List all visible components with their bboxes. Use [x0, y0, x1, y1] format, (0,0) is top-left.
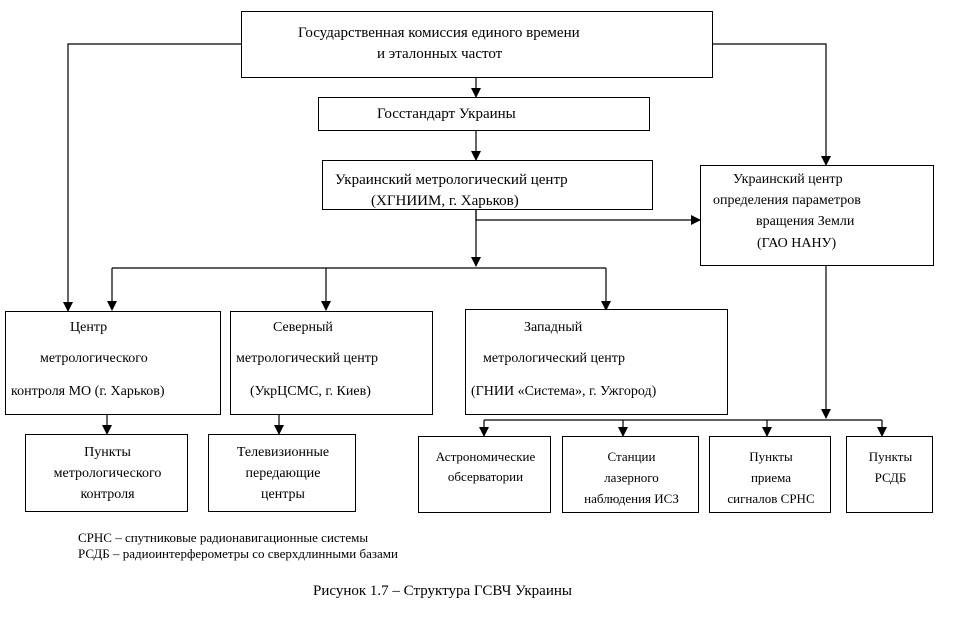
earthcenter-line2: определения параметров	[713, 193, 861, 208]
controlpoints-line3: контроля	[80, 487, 135, 502]
note-rsdb: РСДБ – радиоинтерферометры со сверхдлинн…	[78, 546, 398, 561]
commission-line2: и эталонных частот	[377, 46, 503, 62]
srnspoints-line3: сигналов СРНС	[727, 491, 815, 506]
earthcenter-box: Украинский центр определения параметров …	[700, 165, 934, 266]
arrow-commission-to-earthcenter	[712, 43, 831, 166]
tvcenters-line2: передающие	[245, 466, 321, 481]
earthcenter-line1: Украинский центр	[733, 172, 843, 187]
rsdbpoints-box: Пункты РСДБ	[846, 436, 933, 513]
ukrmetrcenter-box: Украинский метрологический центр (ХГНИИМ…	[322, 160, 653, 210]
mocontrol-line3: контроля МО (г. Харьков)	[11, 384, 165, 399]
westcenter-line1: Западный	[524, 320, 583, 335]
observatories-line1: Астрономические	[435, 449, 536, 464]
earthcenter-line4: (ГАО НАНУ)	[757, 236, 837, 251]
commission-line1: Государственная комиссия единого времени	[298, 25, 580, 41]
mocontrol-box: Центр метрологического контроля МО (г. Х…	[5, 311, 221, 415]
observatories-line2: обсерватории	[447, 469, 524, 484]
northcenter-line2: метрологический центр	[236, 351, 378, 366]
tvcenters-line3: центры	[261, 487, 305, 502]
laserstations-line2: лазерного	[604, 470, 659, 485]
note-srns: СРНС – спутниковые радионавигационные си…	[78, 530, 369, 545]
tvcenters-box: Телевизионные передающие центры	[208, 434, 356, 512]
controlpoints-line1: Пункты	[84, 445, 131, 460]
commission-box: Государственная комиссия единого времени…	[241, 11, 713, 78]
mocontrol-line2: метрологического	[40, 351, 148, 366]
figure-caption: Рисунок 1.7 – Структура ГСВЧ Украины	[313, 583, 572, 599]
northcenter-line1: Северный	[273, 320, 333, 335]
northcenter-line3: (УкрЦСМС, г. Киев)	[250, 384, 371, 399]
controlpoints-box: Пункты метрологического контроля	[25, 434, 188, 512]
northcenter-box: Северный метрологический центр (УкрЦСМС,…	[230, 311, 433, 415]
rsdbpoints-line1: Пункты	[868, 449, 913, 464]
rsdbpoints-line2: РСДБ	[874, 470, 907, 485]
controlpoints-line2: метрологического	[53, 466, 162, 481]
tvcenters-line1: Телевизионные	[236, 445, 330, 460]
laserstations-box: Станции лазерного наблюдения ИСЗ	[562, 436, 699, 513]
ukrmetrcenter-line1: Украинский метрологический центр	[335, 172, 568, 188]
westcenter-line2: метрологический центр	[483, 351, 625, 366]
laserstations-line3: наблюдения ИСЗ	[584, 491, 679, 506]
westcenter-line3: (ГНИИ «Система», г. Ужгород)	[471, 384, 657, 399]
srnspoints-box: Пункты приема сигналов СРНС	[709, 436, 831, 513]
srnspoints-line1: Пункты	[749, 449, 793, 464]
earthcenter-line3: вращения Земли	[756, 214, 855, 229]
gosstandart-box: Госстандарт Украины	[318, 97, 650, 131]
srnspoints-line2: приема	[750, 470, 792, 485]
westcenter-box: Западный метрологический центр (ГНИИ «Си…	[465, 309, 728, 415]
gosstandart-label: Госстандарт Украины	[377, 106, 516, 122]
laserstations-line1: Станции	[607, 449, 656, 464]
arrow-commission-to-mocontrol	[63, 43, 241, 312]
observatories-box: Астрономические обсерватории	[418, 436, 551, 513]
mocontrol-line1: Центр	[70, 320, 108, 335]
arrow-metrcenter-to-earthcenter	[475, 210, 701, 225]
ukrmetrcenter-line2: (ХГНИИМ, г. Харьков)	[371, 193, 519, 209]
